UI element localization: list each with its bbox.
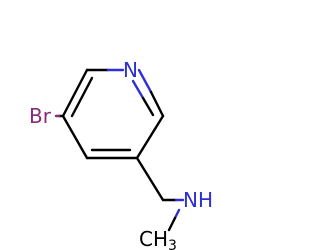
bond-n-c2 (137, 68, 153, 94)
methyl-main: CH (139, 227, 168, 250)
methyl-label: CH3 (139, 227, 177, 250)
amine-label: NH (183, 188, 213, 212)
ring-bonds (61, 68, 165, 160)
bond-n-c2-inner (141, 96, 155, 117)
bond-c2-c3 (135, 114, 165, 160)
bond-n-ch3 (167, 216, 177, 232)
bond-n-ch3-n (173, 208, 181, 220)
bond-n-c2-carbon-part (149, 90, 165, 118)
bond-n-c2-inner-n (131, 79, 145, 100)
ring-nitrogen-label: N (123, 58, 138, 82)
structure-diagram: N Br NH CH3 (29, 58, 213, 250)
bromine-label: Br (29, 104, 52, 128)
bond-c3-ch2 (135, 156, 165, 202)
bond-c5-c6 (61, 68, 89, 118)
bond-c4-c5 (61, 114, 89, 160)
methyl-subscript: 3 (168, 238, 177, 250)
bond-c5-c6-inner (70, 76, 94, 118)
